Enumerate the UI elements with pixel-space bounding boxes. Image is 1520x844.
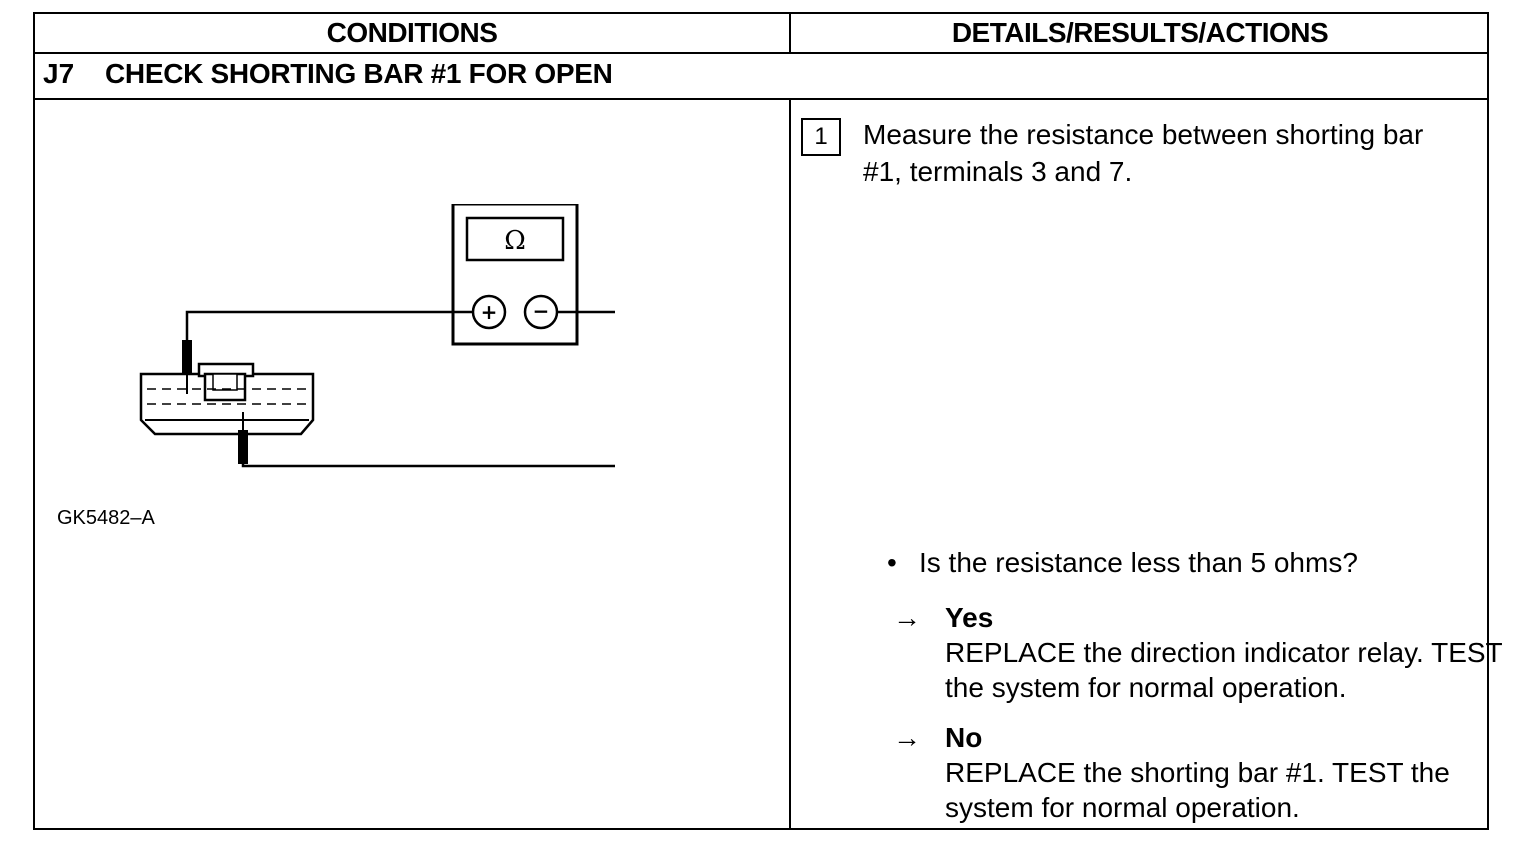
table-header-row: CONDITIONS DETAILS/RESULTS/ACTIONS <box>35 14 1487 54</box>
positive-probe <box>182 340 192 374</box>
figure-code: GK5482–A <box>57 507 155 529</box>
answer-yes-label: Yes <box>945 602 994 633</box>
step-title-row: J7 CHECK SHORTING BAR #1 FOR OPEN <box>35 54 1487 100</box>
answer-no-label: No <box>945 722 983 753</box>
procedure-table: CONDITIONS DETAILS/RESULTS/ACTIONS J7 CH… <box>33 12 1502 830</box>
negative-probe <box>238 430 248 464</box>
answer-no-action: REPLACE the shorting bar #1. TEST the sy… <box>945 757 1450 823</box>
question-bullet: • <box>887 547 897 578</box>
positive-lead-wire <box>185 310 473 340</box>
conditions-header: CONDITIONS <box>326 17 498 48</box>
shorting-bar-connector <box>139 362 315 436</box>
question-text: Is the resistance less than 5 ohms? <box>919 547 1358 578</box>
ohmmeter-display <box>465 216 565 262</box>
ohm-symbol: Ω <box>504 226 526 256</box>
arrow-icon: → <box>893 722 921 753</box>
step-title: CHECK SHORTING BAR #1 FOR OPEN <box>105 58 613 89</box>
negative-symbol: − <box>533 299 550 323</box>
step-number-box: 1 <box>801 118 841 156</box>
question: • Is the resistance less than 5 ohms? <box>887 547 1358 579</box>
body-column-divider <box>789 100 791 830</box>
arrow-icon: → <box>893 602 921 633</box>
answer-yes-action: REPLACE the direction indicator relay. T… <box>945 637 1503 703</box>
ohmmeter-diagram: Ω + − <box>139 204 615 468</box>
positive-symbol: + <box>481 300 498 324</box>
instruction-text: Measure the resistance between shorting … <box>863 119 1424 187</box>
ohmmeter-body <box>451 204 579 346</box>
details-header: DETAILS/RESULTS/ACTIONS <box>951 17 1329 48</box>
header-column-divider <box>789 14 791 54</box>
step-code: J7 <box>43 58 75 89</box>
